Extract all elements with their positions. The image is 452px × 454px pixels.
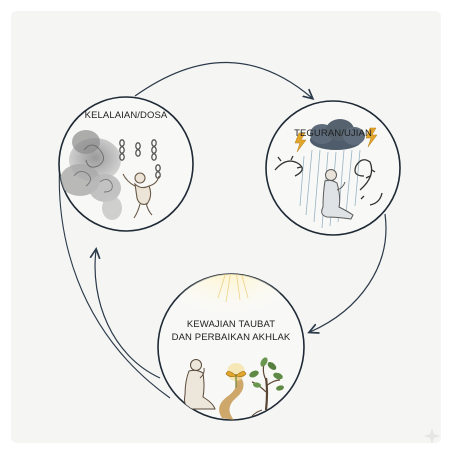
node-label-kelalaian: KELALAIAN/DOSA [85,110,168,121]
storm-cloud-illustration [310,119,365,150]
arrow-teguran-to-taubat [310,213,387,332]
arrow-taubat-to-kelalaian [95,250,161,379]
falling-figure-illustration [122,172,160,219]
node-label-taubat-line1: KEWAJIAN TAUBAT [187,319,275,330]
thorns-illustration [274,155,383,206]
lightning-bolt-icon [294,127,378,153]
node-teguran-ujian: TEGURAN/UJIAN [265,100,401,236]
golden-path-illustration [219,374,244,420]
chains-illustration [119,139,161,179]
node-kewajian-taubat: KEWAJIAN TAUBAT DAN PERBAIKAN AKHLAK [157,273,305,421]
praying-figure-illustration [184,359,216,410]
node-kelalaian-dosa: KELALAIAN/DOSA [58,96,194,232]
sparkle-icon [424,428,440,444]
arrow-kelalaian-to-teguran [134,61,312,98]
kneeling-figure-illustration [321,169,354,220]
node-label-teguran: TEGURAN/UJIAN [294,128,372,139]
light-rays-illustration [180,274,280,330]
tree-illustration [249,357,284,417]
node-label-taubat-line2: DAN PERBAIKAN AKHLAK [172,332,291,343]
sprout-illustration [225,363,247,388]
smoke-cloud-illustration [60,130,122,220]
outer-link-left [58,159,171,399]
